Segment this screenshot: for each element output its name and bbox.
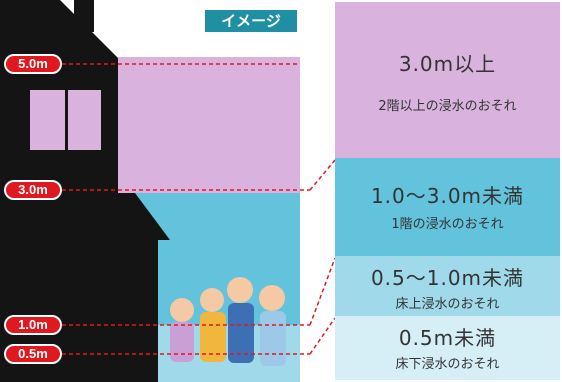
level-description: 2階以上の浸水のおそれ bbox=[378, 99, 517, 114]
connector-3m bbox=[309, 159, 336, 191]
marker-05m: 0.5m bbox=[4, 344, 62, 364]
connector-1m bbox=[309, 257, 336, 326]
house-chimney bbox=[74, 0, 94, 32]
level-band-1-3m: 1.0～3.0m未満 1階の浸水のおそれ bbox=[335, 158, 560, 256]
level-band-05-1m: 0.5～1.0m未満 床上浸水のおそれ bbox=[335, 256, 560, 316]
marker-3m: 3.0m bbox=[4, 180, 62, 200]
level-range-label: 0.5～1.0m未満 bbox=[370, 266, 525, 290]
level-description: 床下浸水のおそれ bbox=[395, 357, 500, 372]
level-range-label: 0.5m未満 bbox=[398, 326, 497, 350]
image-badge: イメージ bbox=[203, 8, 299, 34]
marker-1m: 1.0m bbox=[4, 315, 62, 335]
connector-05m bbox=[309, 317, 336, 355]
level-description: 1階の浸水のおそれ bbox=[391, 217, 504, 232]
marker-5m: 5.0m bbox=[4, 54, 62, 74]
house-window-right bbox=[68, 90, 101, 150]
level-description: 床上浸水のおそれ bbox=[395, 297, 500, 312]
level-band-above-3m: 3.0m以上 2階以上の浸水のおそれ bbox=[335, 2, 560, 158]
house-window-left bbox=[30, 90, 65, 150]
level-range-label: 1.0～3.0m未満 bbox=[370, 184, 525, 208]
level-range-label: 3.0m以上 bbox=[398, 52, 497, 76]
level-band-below-05m: 0.5m未満 床下浸水のおそれ bbox=[335, 316, 560, 380]
water-band-above-3m-left bbox=[118, 57, 300, 193]
